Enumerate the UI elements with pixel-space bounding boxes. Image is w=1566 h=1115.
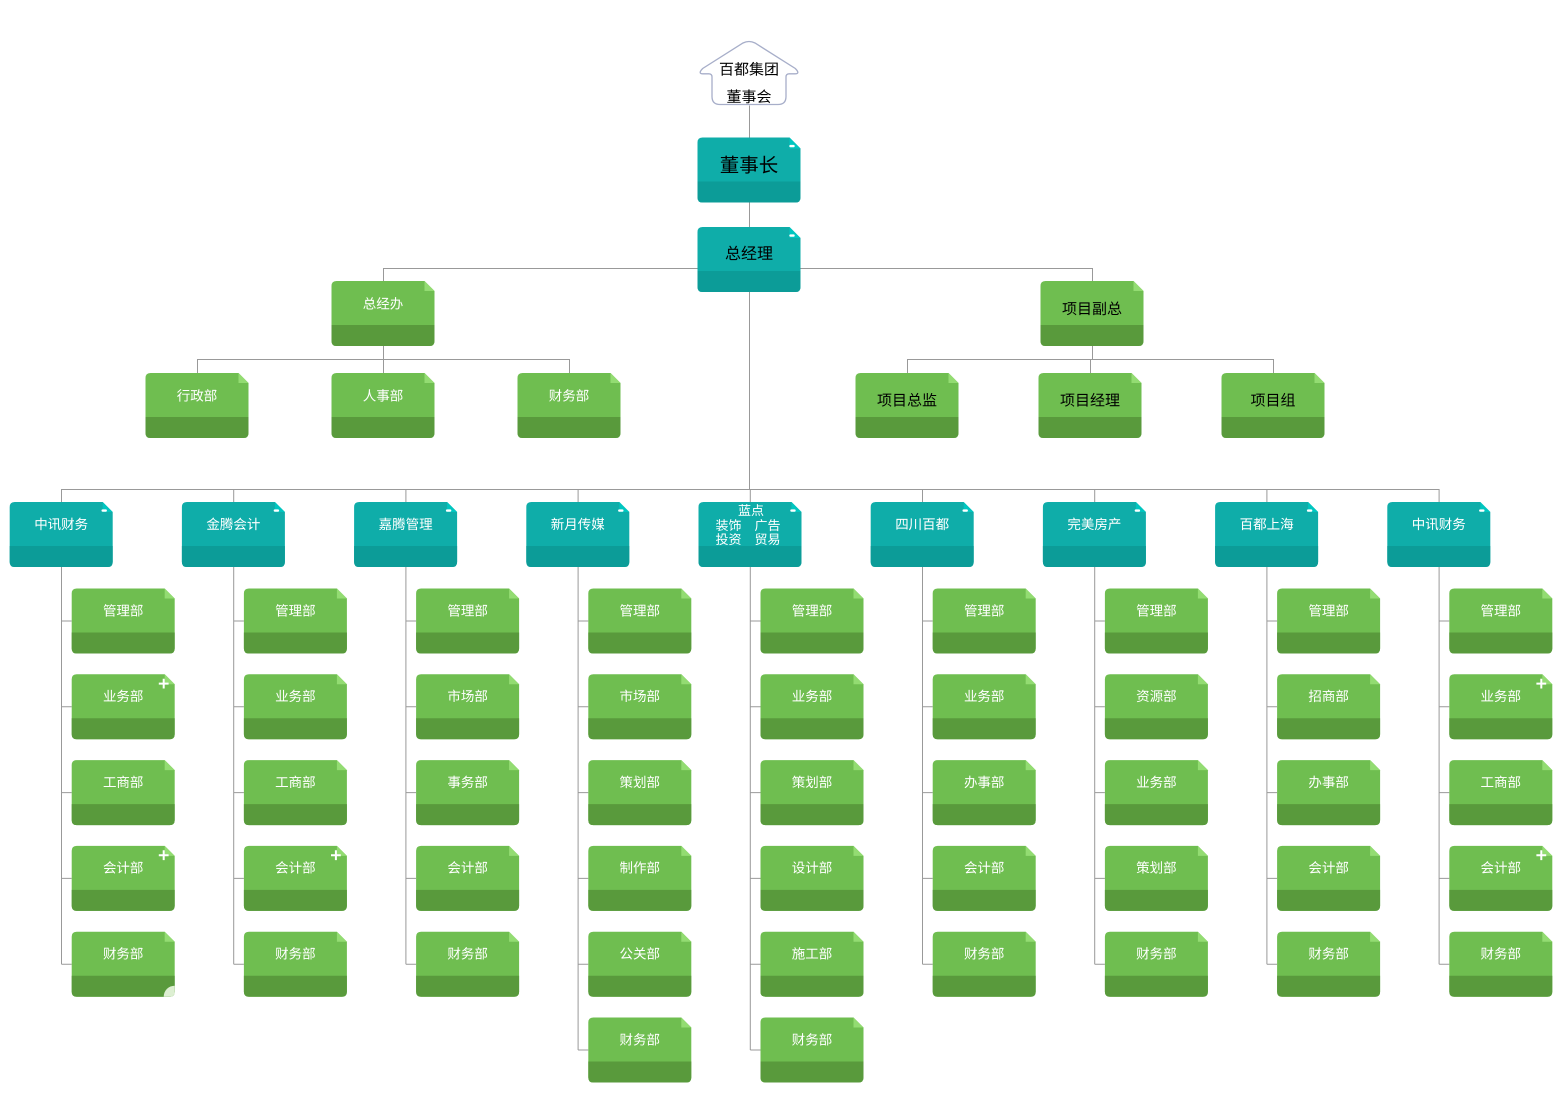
svg-text:业务部: 业务部 (964, 685, 1005, 705)
svg-text:金腾会计: 金腾会计 (206, 513, 260, 533)
svg-text:设计部: 设计部 (792, 857, 833, 877)
svg-text:施工部: 施工部 (792, 943, 833, 963)
svg-text:会计部: 会计部 (275, 857, 316, 877)
svg-text:会计部: 会计部 (964, 857, 1005, 877)
svg-text:财务部: 财务部 (103, 943, 144, 963)
svg-text:蓝点: 蓝点 (738, 500, 764, 519)
svg-text:公关部: 公关部 (620, 943, 661, 963)
svg-text:事务部: 事务部 (447, 771, 488, 791)
svg-text:业务部: 业务部 (275, 685, 316, 705)
svg-text:工商部: 工商部 (275, 771, 316, 791)
svg-text:管理部: 管理部 (1136, 599, 1177, 619)
svg-text:会计部: 会计部 (103, 857, 144, 877)
svg-text:管理部: 管理部 (1308, 599, 1349, 619)
svg-text:财务部: 财务部 (275, 943, 316, 963)
svg-text:中讯财务: 中讯财务 (1412, 513, 1466, 533)
svg-text:业务部: 业务部 (103, 685, 144, 705)
svg-text:董事会: 董事会 (726, 86, 771, 107)
svg-text:项目总监: 项目总监 (877, 390, 937, 411)
svg-text:总经理: 总经理 (725, 240, 773, 264)
svg-text:招商部: 招商部 (1308, 685, 1349, 705)
svg-text:财务部: 财务部 (964, 943, 1005, 963)
svg-text:市场部: 市场部 (447, 685, 488, 705)
svg-text:董事长: 董事长 (720, 149, 779, 178)
svg-text:项目组: 项目组 (1250, 390, 1295, 411)
svg-text:嘉腾管理: 嘉腾管理 (379, 513, 433, 533)
svg-text:项目副总: 项目副总 (1062, 298, 1122, 319)
svg-text:市场部: 市场部 (620, 685, 661, 705)
svg-text:策划部: 策划部 (1136, 857, 1177, 877)
svg-text:百都集团: 百都集团 (719, 59, 779, 80)
svg-text:投资 贸易: 投资 贸易 (715, 529, 780, 548)
svg-text:装饰 广告: 装饰 广告 (715, 515, 780, 534)
svg-text:会计部: 会计部 (1481, 857, 1522, 877)
svg-text:业务部: 业务部 (1481, 685, 1522, 705)
svg-text:管理部: 管理部 (1481, 599, 1522, 619)
svg-text:业务部: 业务部 (792, 685, 833, 705)
svg-text:财务部: 财务部 (549, 384, 590, 404)
svg-text:四川百都: 四川百都 (895, 513, 949, 533)
svg-text:财务部: 财务部 (792, 1028, 833, 1048)
svg-text:财务部: 财务部 (620, 1028, 661, 1048)
svg-text:财务部: 财务部 (1308, 943, 1349, 963)
svg-text:会计部: 会计部 (1308, 857, 1349, 877)
svg-text:财务部: 财务部 (1481, 943, 1522, 963)
svg-text:资源部: 资源部 (1136, 685, 1177, 705)
svg-text:策划部: 策划部 (792, 771, 833, 791)
svg-text:管理部: 管理部 (792, 599, 833, 619)
svg-text:办事部: 办事部 (964, 771, 1005, 791)
svg-text:工商部: 工商部 (103, 771, 144, 791)
svg-text:人事部: 人事部 (363, 384, 404, 404)
svg-text:管理部: 管理部 (620, 599, 661, 619)
svg-text:财务部: 财务部 (447, 943, 488, 963)
svg-text:管理部: 管理部 (447, 599, 488, 619)
svg-text:制作部: 制作部 (620, 857, 661, 877)
svg-text:行政部: 行政部 (177, 384, 218, 404)
svg-text:业务部: 业务部 (1136, 771, 1177, 791)
svg-text:管理部: 管理部 (964, 599, 1005, 619)
svg-text:管理部: 管理部 (275, 599, 316, 619)
svg-text:管理部: 管理部 (103, 599, 144, 619)
svg-text:完美房产: 完美房产 (1067, 513, 1121, 533)
svg-text:策划部: 策划部 (620, 771, 661, 791)
svg-text:总经办: 总经办 (363, 292, 404, 312)
svg-text:工商部: 工商部 (1481, 771, 1522, 791)
svg-text:项目经理: 项目经理 (1060, 390, 1120, 411)
svg-text:百都上海: 百都上海 (1240, 513, 1294, 533)
svg-text:会计部: 会计部 (447, 857, 488, 877)
svg-text:财务部: 财务部 (1136, 943, 1177, 963)
svg-text:中讯财务: 中讯财务 (34, 513, 88, 533)
svg-text:新月传媒: 新月传媒 (551, 513, 605, 533)
svg-text:办事部: 办事部 (1308, 771, 1349, 791)
